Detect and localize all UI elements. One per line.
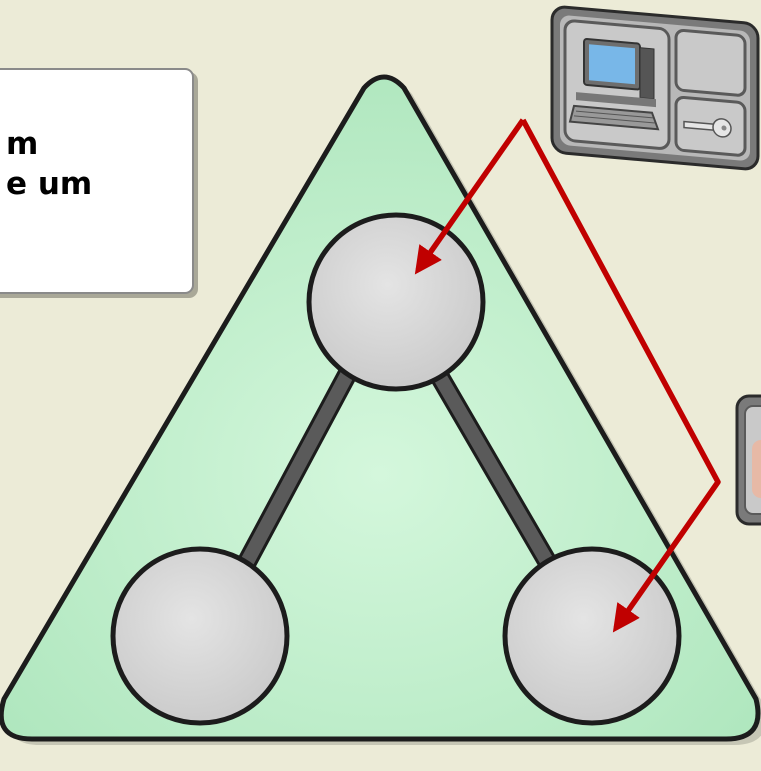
node-bottom-left[interactable]	[110, 546, 290, 726]
callout-line-2: e um	[6, 166, 93, 202]
node-bottom-right[interactable]	[502, 546, 682, 726]
callout-box: m e um	[0, 68, 194, 294]
arrow-to-top-node	[414, 118, 526, 275]
callout-line-1: m	[6, 126, 39, 162]
partial-device-icon	[735, 394, 761, 526]
arrow-to-bottom-right-node	[520, 118, 721, 633]
computer-terminal-key-icon	[550, 5, 760, 171]
node-top[interactable]	[306, 212, 486, 392]
callout-text: m e um	[6, 124, 192, 204]
